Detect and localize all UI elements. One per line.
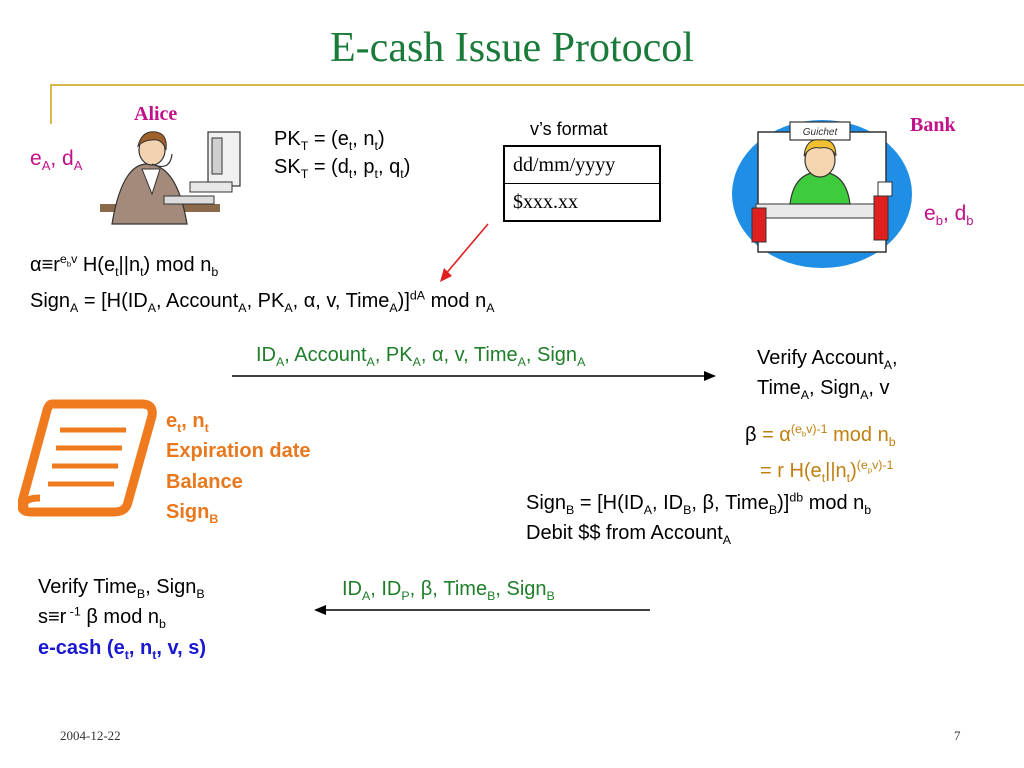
arrow-to-alice: [314, 605, 650, 615]
message-to-bank: IDA, AccountA, PKA, α, v, TimeA, SignA: [256, 344, 586, 369]
alice-keys: eA, dA: [30, 147, 83, 174]
secret-key-line: SKT = (dt, pt, qt): [274, 156, 411, 181]
alice-label: Alice: [134, 103, 178, 125]
page-number: 7: [954, 728, 961, 743]
bank-label: Bank: [910, 114, 956, 136]
footer-date: 2004-12-22: [60, 728, 121, 743]
arrow-to-bank: [232, 371, 716, 381]
bank-keys: eb, db: [924, 202, 974, 229]
title-rule-vertical: [50, 84, 52, 124]
beta-equivalence: = r H(et||nt)(epv)-1: [760, 458, 894, 485]
verify-time-line: TimeA, SignA, v: [757, 377, 890, 402]
verify-account-line: Verify AccountA,: [757, 347, 898, 372]
scroll-signb: SignB: [166, 501, 219, 526]
message-to-alice: IDA, IDP, β, TimeB, SignB: [342, 578, 555, 603]
debit-line: Debit $$ from AccountA: [526, 522, 732, 547]
v-format-table: dd/mm/yyyy $xxx.xx: [503, 145, 661, 222]
public-key-line: PKT = (et, nt): [274, 128, 385, 153]
signb-formula: SignB = [H(IDA, IDB, β, TimeB)]db mod nb: [526, 490, 872, 517]
beta-formula: β = α(ebv)-1 mod nb: [745, 422, 896, 449]
scroll-expiration: Expiration date: [166, 440, 311, 462]
scroll-icon: [18, 399, 157, 517]
v-format-amount: $xxx.xx: [503, 183, 661, 222]
alpha-formula: α≡rebv H(et||nt) mod nb: [30, 252, 219, 279]
s-formula: s≡r -1 β mod nb: [38, 604, 166, 631]
ecash-result: e-cash (et, nt, v, s): [38, 637, 206, 662]
signa-formula: SignA = [H(IDA, AccountA, PKA, α, v, Tim…: [30, 288, 495, 315]
scroll-balance: Balance: [166, 471, 243, 493]
verify-timeb-line: Verify TimeB, SignB: [38, 576, 205, 601]
bank-teller-illustration: Guichet: [732, 120, 912, 268]
pointer-arrow: [440, 223, 489, 282]
scroll-key-line: et, nt: [166, 410, 209, 435]
title-rule: [50, 84, 1024, 86]
page-title: E-cash Issue Protocol: [330, 25, 694, 71]
bank-sign-text: Guichet: [803, 127, 839, 138]
v-format-caption: v’s format: [530, 119, 608, 139]
alice-at-computer-illustration: [100, 131, 241, 225]
v-format-date: dd/mm/yyyy: [503, 145, 661, 184]
